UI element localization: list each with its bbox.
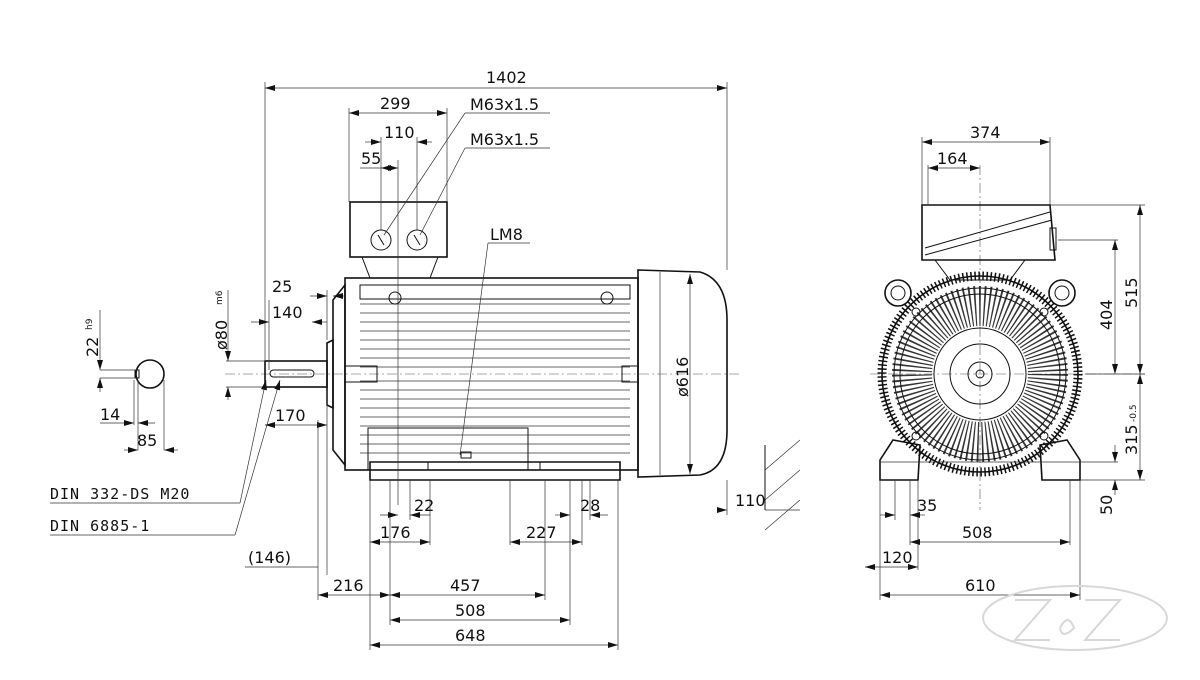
key-length-label: 140 (272, 303, 303, 322)
shaft-height-tolerance: -0.5 (1129, 404, 1139, 422)
foot-35-label: 35 (917, 496, 937, 515)
frame-diameter-label: ø616 (673, 357, 692, 397)
dim-508-label: 508 (455, 601, 486, 620)
terminal-box (349, 201, 448, 258)
key-width-tolerance: h9 (85, 318, 95, 330)
shaft-height-label: 315 (1122, 424, 1141, 455)
total-height-label: 515 (1122, 277, 1141, 308)
shaft-length-label: 170 (275, 406, 306, 425)
hole-22-label: 22 (414, 496, 434, 515)
dim-176-label: 176 (380, 523, 411, 542)
dim-457-label: 457 (450, 576, 481, 595)
fan-cowl (637, 269, 728, 478)
end-left-foot (879, 439, 921, 481)
gland-pitch-label: 110 (384, 123, 415, 142)
gland-1-label: M63x1.5 (470, 95, 539, 114)
foot-120-label: 120 (882, 548, 913, 567)
dim-a-508-label: 508 (962, 523, 993, 542)
key-width-label: 22 (83, 337, 102, 357)
clearance-110-label: 110 (735, 491, 766, 510)
dim-648-label: 648 (455, 626, 486, 645)
center-hole-note: DIN 332-DS M20 (50, 485, 190, 503)
gland-offset-label: 55 (361, 149, 381, 168)
end-right-foot (1039, 439, 1081, 481)
key-section-view: 22 h9 14 85 (83, 310, 178, 453)
mounting-foot (369, 461, 621, 481)
foot-height-label: 50 (1097, 495, 1116, 515)
key-depth-label: 14 (100, 405, 120, 424)
width-610-label: 610 (965, 576, 996, 595)
shaft-keyway (269, 369, 315, 378)
hole-28-label: 28 (580, 496, 600, 515)
ref-146-label: (146) (248, 548, 291, 567)
watermark-logo (982, 585, 1168, 651)
end-view: 374 164 515 404 315 -0.5 50 35 508 120 6… (865, 123, 1145, 600)
gland-2-label: M63x1.5 (470, 130, 539, 149)
dim-216-label: 216 (333, 576, 364, 595)
dim-227-label: 227 (526, 523, 557, 542)
cooling-fins (360, 303, 630, 454)
overall-length-label: 1402 (486, 68, 527, 87)
terminal-box-width-label: 299 (380, 94, 411, 113)
box-height-label: 404 (1097, 299, 1116, 330)
shaft-diameter-tolerance: m6 (215, 290, 225, 305)
box-width-label: 374 (970, 123, 1001, 142)
shaft-diameter-label: ø80 (212, 320, 231, 350)
shaft-shoulder-label: 25 (272, 277, 292, 296)
earth-terminal-label: LM8 (490, 225, 523, 244)
key-height-label: 85 (137, 431, 157, 450)
box-offset-label: 164 (937, 149, 968, 168)
side-view: 1402 299 110 55 M63x1.5 M63x1.5 LM8 25 1… (50, 68, 801, 650)
end-terminal-box (921, 204, 1056, 261)
key-standard-note: DIN 6885-1 (50, 517, 150, 535)
